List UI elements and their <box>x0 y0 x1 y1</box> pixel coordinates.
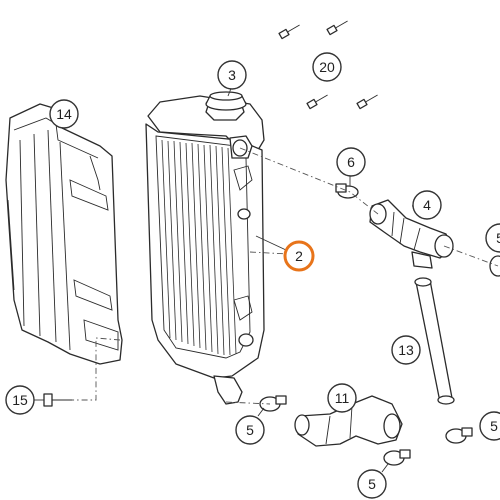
callout-5c[interactable]: 5 <box>479 411 500 441</box>
callout-label-5b: 5 <box>368 476 376 492</box>
callout-20[interactable]: 20 <box>312 52 342 82</box>
callout-label-13: 13 <box>398 342 414 358</box>
radiator-part <box>145 95 265 405</box>
callout-label-3: 3 <box>228 67 236 83</box>
assembly-lines <box>72 147 499 405</box>
callout-label-14: 14 <box>56 106 72 122</box>
callout-2[interactable]: 2 <box>255 235 315 272</box>
screws-part <box>278 20 378 110</box>
callout-label-6: 6 <box>347 154 355 170</box>
callout-15[interactable]: 15 <box>5 385 44 415</box>
callout-label-20: 20 <box>319 59 335 75</box>
callout-label-5c: 5 <box>490 418 498 434</box>
callout-label-5d: 5 <box>496 230 500 246</box>
radiator-guard-part <box>5 103 123 365</box>
callout-5d[interactable]: 5 <box>485 223 500 253</box>
hose-part-4 <box>369 199 454 269</box>
radiator-cap-part <box>205 85 247 111</box>
callout-label-11: 11 <box>335 390 350 406</box>
callout-2-highlight-ring <box>283 240 315 272</box>
callout-5a[interactable]: 5 <box>235 407 265 445</box>
callout-11[interactable]: 11 <box>327 383 357 413</box>
callout-label-5a: 5 <box>246 422 254 438</box>
callout-label-15: 15 <box>12 392 28 408</box>
callout-6[interactable]: 6 <box>336 147 366 186</box>
callout-5b[interactable]: 5 <box>357 463 389 499</box>
callout-4[interactable]: 4 <box>412 190 442 220</box>
bolt-part-15 <box>43 393 72 407</box>
callout-label-4: 4 <box>423 197 431 213</box>
tube-part-13 <box>414 277 455 405</box>
callout-13[interactable]: 13 <box>391 335 421 365</box>
callout-3[interactable]: 3 <box>217 60 247 90</box>
callout-14[interactable]: 14 <box>49 99 79 129</box>
callout-label-2: 2 <box>295 248 303 264</box>
radiator-fins <box>161 139 237 356</box>
